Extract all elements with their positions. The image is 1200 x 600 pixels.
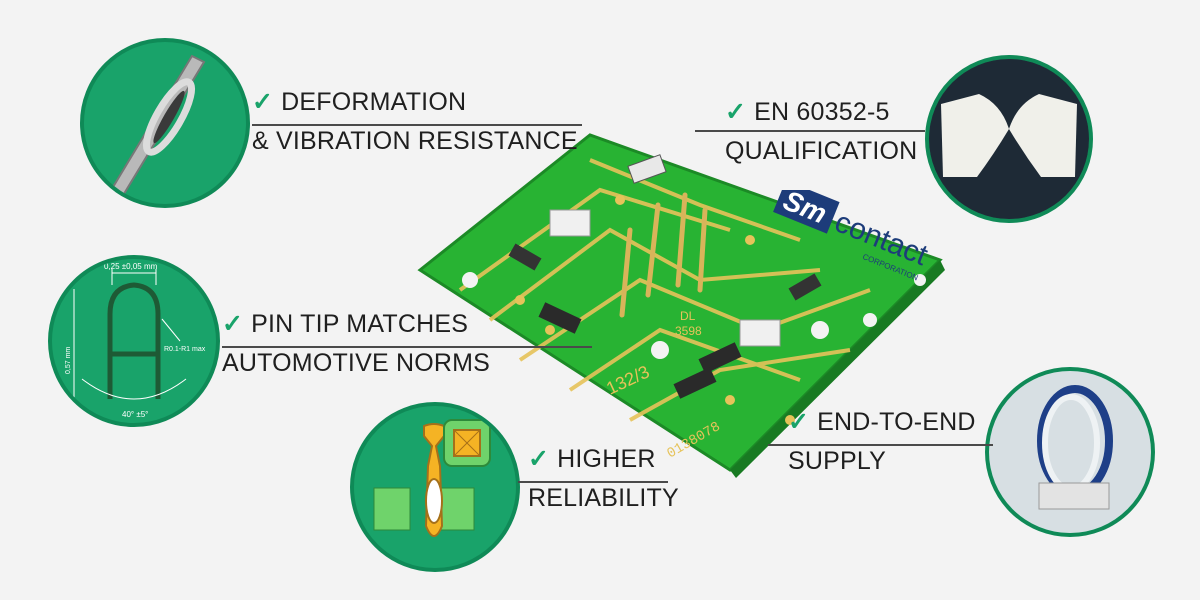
radius-dimension-label: R0.1-R1 max (164, 346, 206, 353)
feature-pin-tip-subtitle: AUTOMOTIVE NORMS (222, 349, 491, 377)
check-icon: ✓ (725, 98, 747, 126)
divider-line (222, 346, 592, 348)
check-icon: ✓ (788, 408, 810, 436)
feature-supply-subtitle: SUPPLY (788, 447, 887, 475)
divider-line (695, 130, 925, 132)
pin-tip-diagram-circle: 0,25 ±0,05 mm R0.1-R1 max 0,57 mm 40° ±5… (48, 255, 220, 427)
feature-qualification-subtitle: QUALIFICATION (725, 137, 918, 165)
check-icon: ✓ (252, 88, 274, 116)
feature-pin-tip: ✓PIN TIP MATCHES AUTOMOTIVE NORMS (222, 310, 592, 377)
width-dimension-label: 0,25 ±0,05 mm (104, 262, 158, 271)
brand-logo: Sm contact CORPORATION (748, 190, 948, 290)
board-marking-4: 3598 (675, 324, 702, 338)
divider-line (768, 444, 993, 446)
board-marking-3: DL (680, 309, 696, 323)
supply-reel-circle (985, 367, 1155, 537)
press-fit-reliability-circle (350, 402, 520, 572)
feature-reliability-title: HIGHER (557, 445, 656, 473)
divider-line (518, 481, 668, 483)
height-dimension-label: 0,57 mm (65, 347, 72, 374)
check-icon: ✓ (222, 310, 244, 338)
feature-qualification: ✓EN 60352-5 QUALIFICATION (695, 98, 925, 165)
feature-qualification-title: EN 60352-5 (754, 98, 890, 126)
feature-pin-tip-title: PIN TIP MATCHES (251, 310, 469, 338)
pin-deformation-circle (80, 38, 250, 208)
feature-supply: ✓END-TO-END SUPPLY (768, 408, 993, 475)
check-icon: ✓ (528, 445, 550, 473)
qualification-circle (925, 55, 1093, 223)
feature-reliability-subtitle: RELIABILITY (528, 484, 679, 512)
feature-deformation: ✓DEFORMATION & VIBRATION RESISTANCE (252, 88, 582, 155)
divider-line (252, 124, 582, 126)
feature-deformation-title: DEFORMATION (281, 88, 467, 116)
angle-dimension-label: 40° ±5° (122, 410, 148, 419)
feature-deformation-subtitle: & VIBRATION RESISTANCE (252, 127, 578, 155)
feature-supply-title: END-TO-END (817, 408, 976, 436)
feature-reliability: ✓HIGHER RELIABILITY (518, 445, 679, 512)
